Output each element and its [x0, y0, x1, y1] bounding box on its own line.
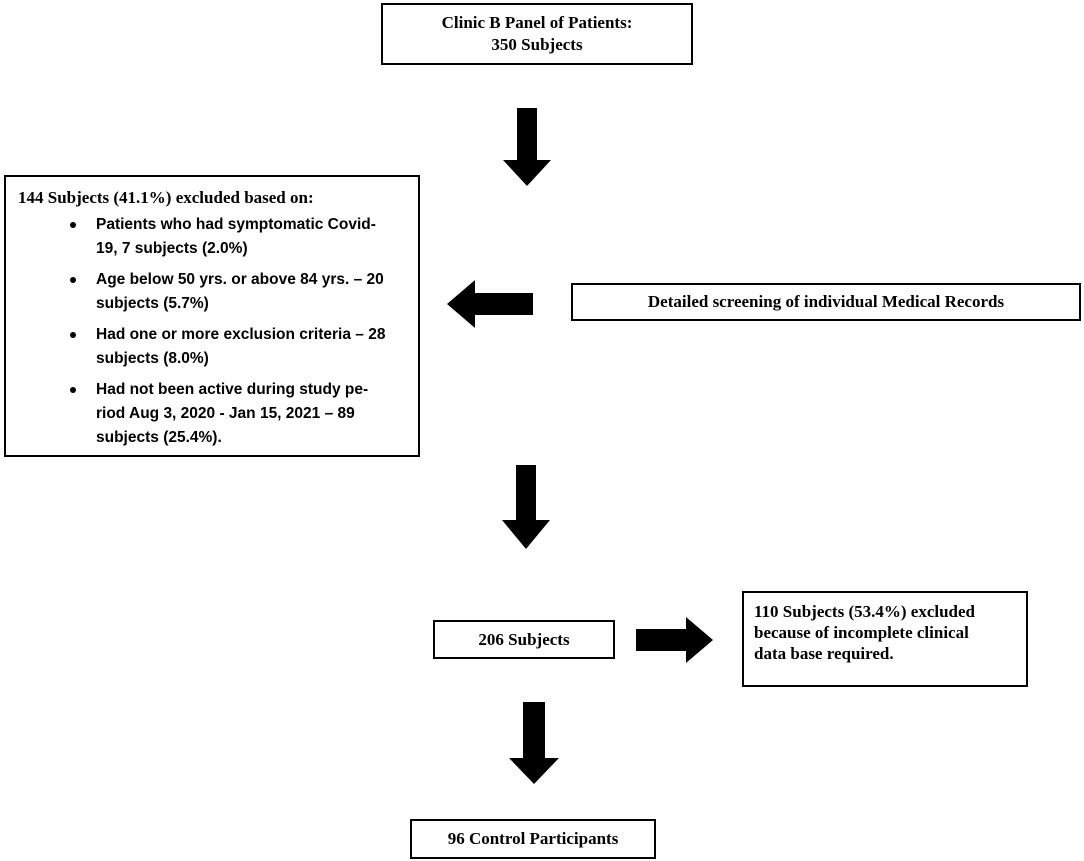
- exclusion-item-inactive: Had not been active during study pe- rio…: [70, 378, 408, 450]
- panel-count: 350 Subjects: [491, 35, 583, 54]
- exclusion-item-line: Age below 50 yrs. or above 84 yrs. – 20: [96, 271, 384, 288]
- arrow-right-incomplete: [636, 617, 713, 663]
- panel-box: Clinic B Panel of Patients: 350 Subjects: [381, 3, 693, 65]
- arrow-down-3: [509, 702, 559, 784]
- exclusion-title: 144 Subjects (41.1%) excluded based on:: [18, 188, 314, 207]
- incomplete-line: because of incomplete clinical: [754, 623, 969, 642]
- remaining-box: 206 Subjects: [433, 620, 615, 659]
- exclusion-item-line: 19, 7 subjects (2.0%): [96, 240, 248, 257]
- exclusion-item-age: Age below 50 yrs. or above 84 yrs. – 20 …: [70, 268, 408, 316]
- final-box: 96 Control Participants: [410, 819, 656, 859]
- arrow-down-1: [503, 108, 551, 186]
- incomplete-line: 110 Subjects (53.4%) excluded: [754, 602, 975, 621]
- incomplete-box: 110 Subjects (53.4%) excluded because of…: [742, 591, 1028, 687]
- panel-title: Clinic B Panel of Patients:: [441, 13, 633, 32]
- exclusion-item-line: Had one or more exclusion criteria – 28: [96, 326, 386, 343]
- exclusion-item-line: riod Aug 3, 2020 - Jan 15, 2021 – 89: [96, 405, 355, 422]
- exclusion-box: 144 Subjects (41.1%) excluded based on: …: [4, 175, 420, 457]
- exclusion-item-line: Patients who had symptomatic Covid-: [96, 216, 376, 233]
- exclusion-item-line: subjects (25.4%).: [96, 429, 222, 446]
- remaining-label: 206 Subjects: [478, 629, 570, 649]
- incomplete-line: data base required.: [754, 644, 894, 663]
- exclusion-list: Patients who had symptomatic Covid- 19, …: [18, 213, 408, 450]
- screening-box: Detailed screening of individual Medical…: [571, 283, 1081, 321]
- exclusion-item-line: subjects (5.7%): [96, 295, 209, 312]
- arrow-left-screening: [447, 280, 533, 328]
- exclusion-item-line: subjects (8.0%): [96, 350, 209, 367]
- exclusion-item-line: Had not been active during study pe-: [96, 381, 369, 398]
- screening-label: Detailed screening of individual Medical…: [647, 292, 1005, 311]
- arrow-down-2: [502, 465, 550, 549]
- final-label: 96 Control Participants: [447, 829, 619, 848]
- exclusion-item-criteria: Had one or more exclusion criteria – 28 …: [70, 323, 408, 371]
- exclusion-item-covid: Patients who had symptomatic Covid- 19, …: [70, 213, 408, 261]
